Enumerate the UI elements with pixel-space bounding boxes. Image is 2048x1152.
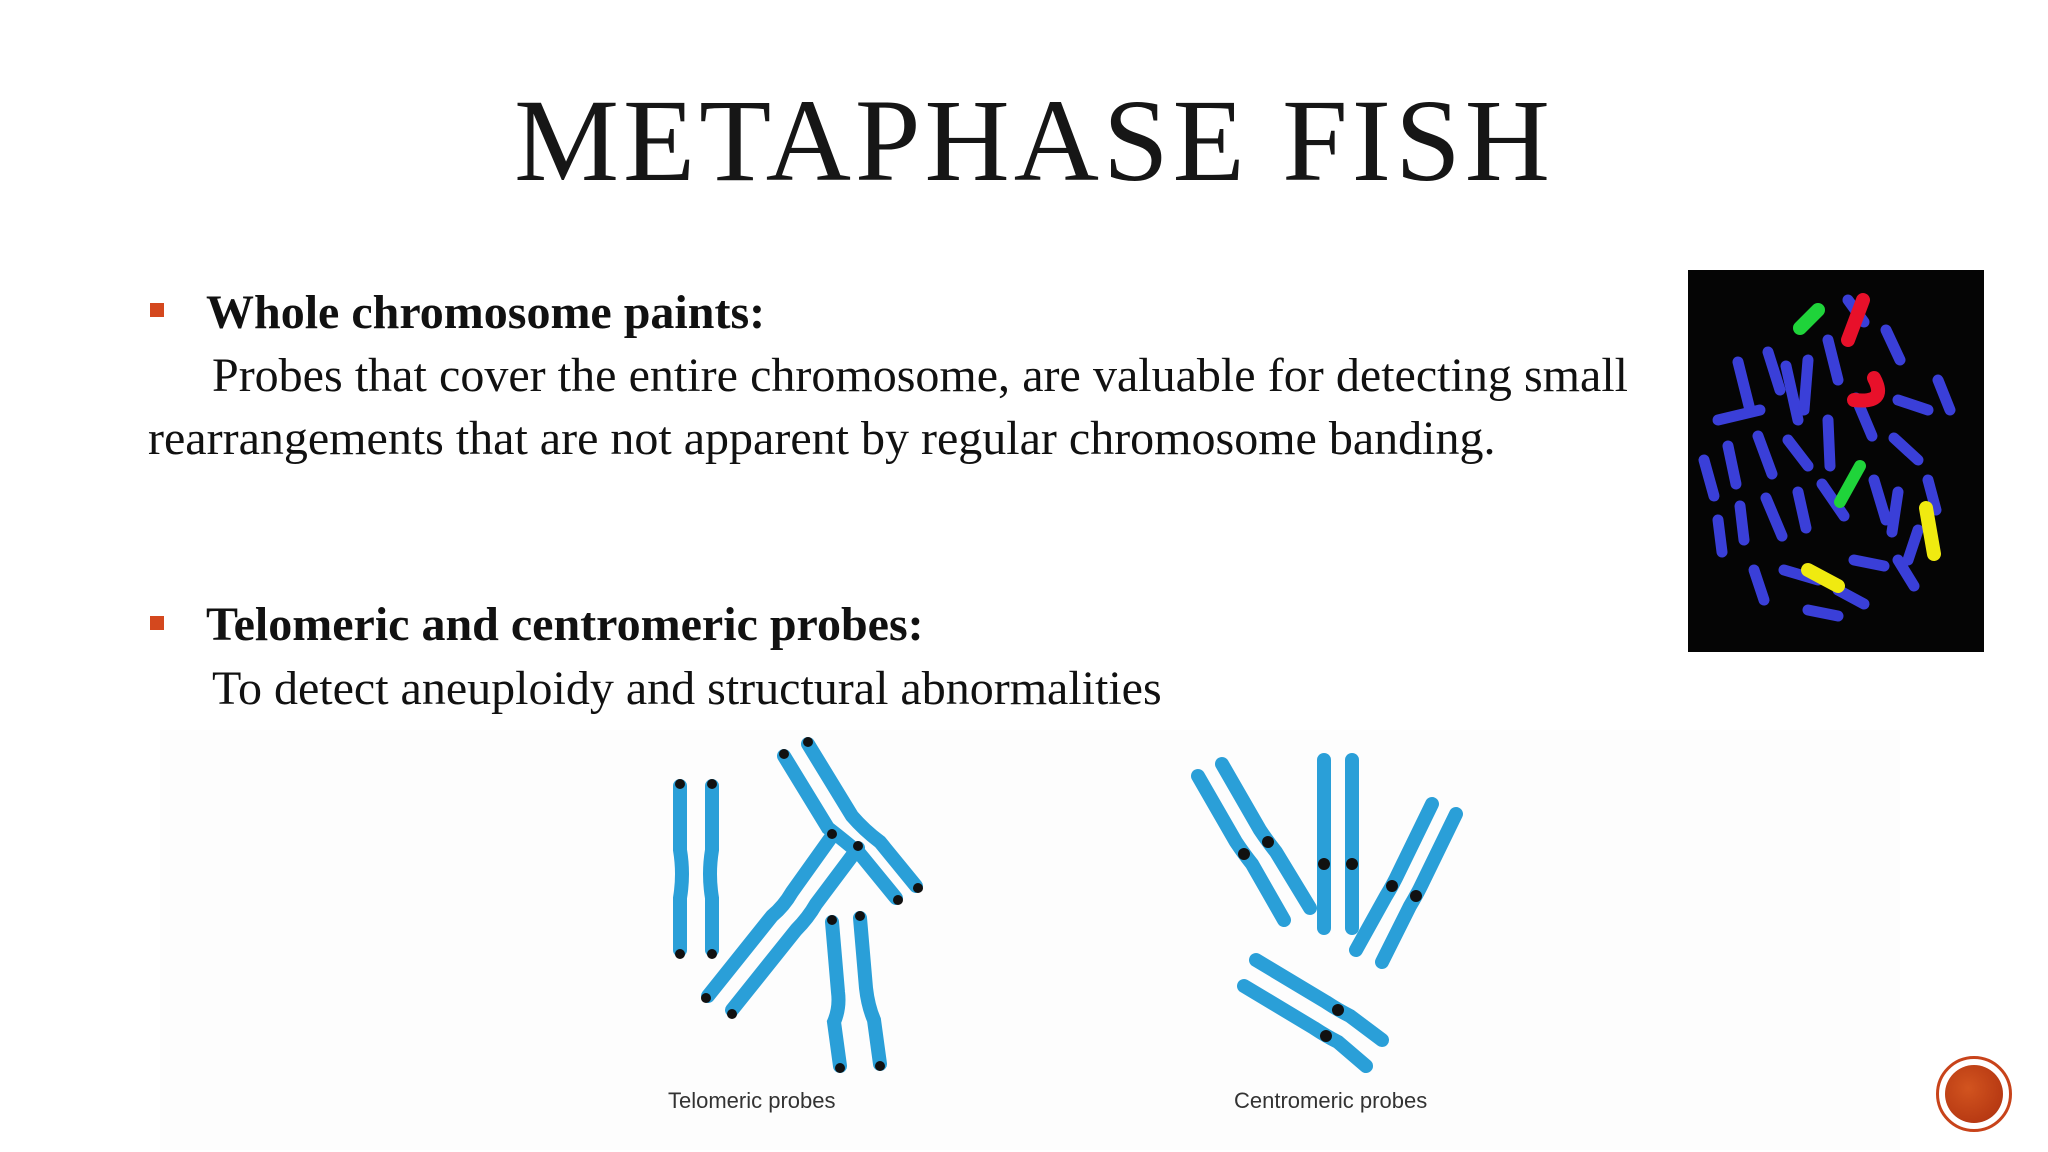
circle-nav-icon [1945, 1065, 2003, 1123]
bullet-heading-whole-chromosome-paints: Whole chromosome paints: [206, 286, 766, 339]
caption-centromeric-probes: Centromeric probes [1234, 1088, 1428, 1113]
metaphase-chromosome-spread-photo [1688, 270, 1984, 652]
probe-diagram: Telomeric probes Centromeric probes [160, 730, 1900, 1150]
bullet-body-whole-chromosome-paints: Probes that cover the entire chromosome,… [148, 349, 1628, 465]
bullet-marker-icon [150, 616, 164, 630]
probe-diagram-icon [673, 737, 1463, 1073]
caption-telomeric-probes: Telomeric probes [668, 1088, 836, 1113]
bullet-heading-telomeric-centromeric: Telomeric and centromeric probes: [206, 598, 924, 651]
metaphase-spread-icon [1698, 293, 1956, 622]
bullet-marker-icon [150, 303, 164, 317]
bullet-body-telomeric-centromeric: To detect aneuploidy and structural abno… [212, 662, 1162, 715]
slide-nav-button[interactable] [1936, 1056, 2012, 1132]
slide-title: METAPHASE FISH [514, 75, 1554, 206]
